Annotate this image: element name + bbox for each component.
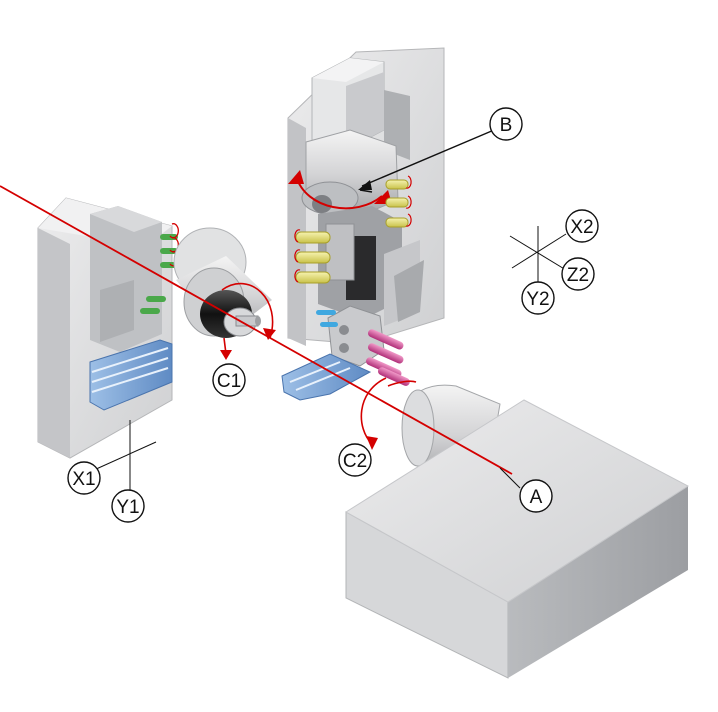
label-x2: X2 xyxy=(565,209,599,243)
leader-a xyxy=(499,467,521,489)
axis-cross-1 xyxy=(93,420,157,490)
label-c2: C2 xyxy=(338,443,372,477)
left-guide-rails xyxy=(89,339,173,411)
label-z2: Z2 xyxy=(561,257,595,291)
label-y2: Y2 xyxy=(521,281,555,315)
svg-text:Y2: Y2 xyxy=(526,289,549,310)
left-column xyxy=(37,197,179,459)
leader-b xyxy=(361,129,495,187)
left-green-tools xyxy=(140,234,178,314)
label-x1: X1 xyxy=(67,461,101,495)
label-a: A xyxy=(519,479,553,513)
main-spindle xyxy=(173,227,276,360)
svg-text:A: A xyxy=(530,487,543,508)
svg-text:X1: X1 xyxy=(72,469,95,490)
svg-text:X2: X2 xyxy=(570,217,593,238)
svg-text:C1: C1 xyxy=(217,371,241,392)
machine-axis-line xyxy=(0,185,513,475)
svg-text:C2: C2 xyxy=(343,451,367,472)
axis-cross-2 xyxy=(509,226,567,292)
svg-text:Y1: Y1 xyxy=(116,497,139,518)
label-b: B xyxy=(489,107,523,141)
turret-yellow-tools xyxy=(294,175,412,284)
lower-turret xyxy=(316,305,410,386)
label-y1: Y1 xyxy=(111,489,145,523)
svg-text:Z2: Z2 xyxy=(567,265,589,286)
turret-column xyxy=(287,47,445,346)
label-c1: C1 xyxy=(212,363,246,397)
turret-guide-rails xyxy=(281,353,372,401)
svg-text:B: B xyxy=(500,115,513,136)
sub-spindle-block xyxy=(345,377,689,679)
